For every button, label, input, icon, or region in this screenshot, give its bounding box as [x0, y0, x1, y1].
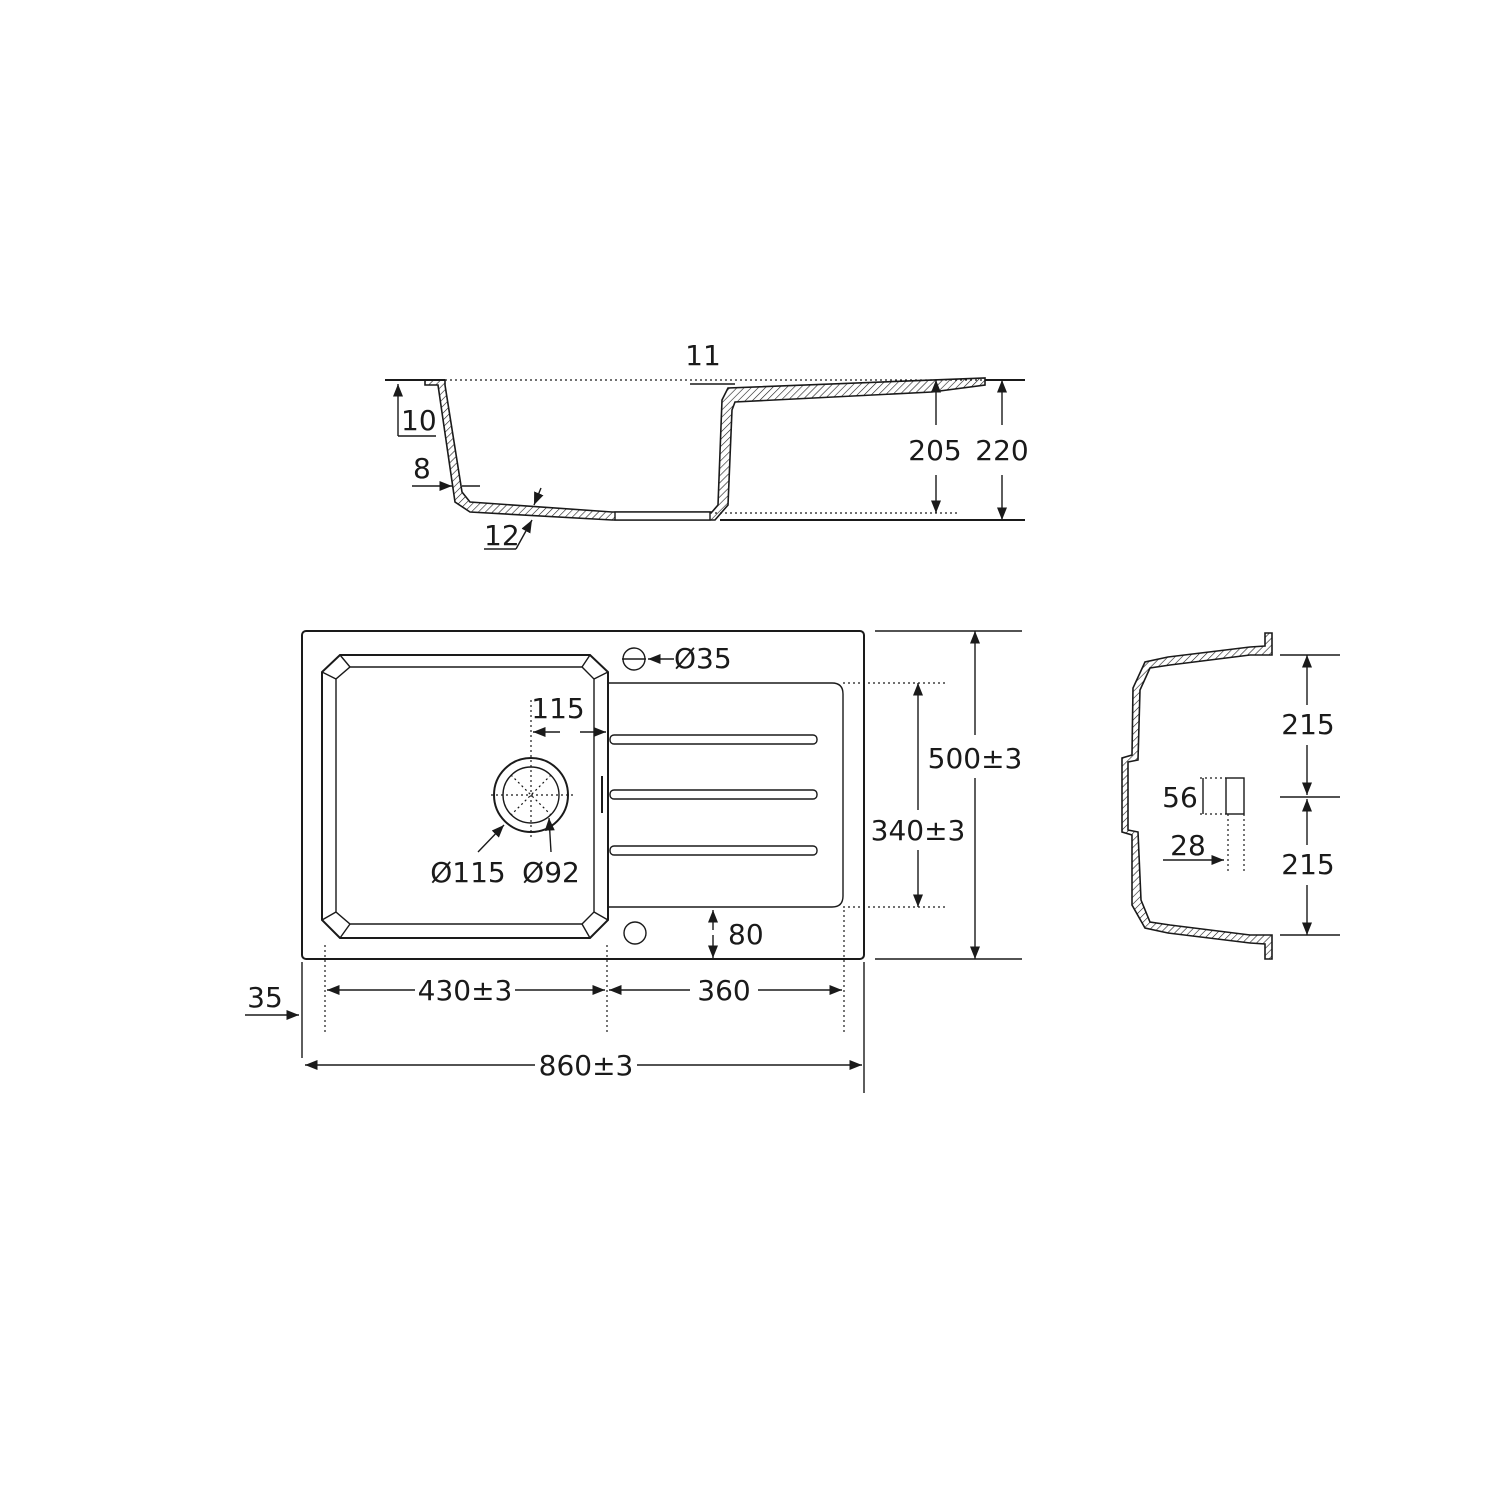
- dim-12-label: 12: [484, 519, 520, 552]
- drainer-area: [608, 682, 844, 908]
- dim-12-arrow-top: [533, 487, 544, 506]
- dim-12-arrow-bottom: [515, 519, 533, 550]
- dim-360-label: 360: [697, 974, 750, 1007]
- bowl-corner-line: [593, 671, 609, 680]
- bowl-corner-line: [581, 923, 591, 939]
- dim-drain-inner-label: Ø92: [522, 856, 580, 889]
- dim-215-upper-label: 215: [1281, 708, 1334, 741]
- dim-11-label: 11: [685, 339, 721, 372]
- dim-drain-outer-label: Ø115: [430, 856, 505, 889]
- bowl-corner-line: [593, 911, 609, 921]
- drain-section: [614, 511, 711, 521]
- dim-28-label: 28: [1170, 829, 1206, 862]
- dim-10-label: 10: [401, 404, 437, 437]
- sink-profile: [424, 377, 986, 521]
- drainer-groove: [609, 789, 818, 800]
- dim-drain-inner-arrow: [544, 817, 555, 853]
- plan-view: Ø35 115 Ø115 Ø92 340±3 500±3: [245, 630, 1023, 1093]
- bowl-corner-line: [321, 911, 337, 921]
- bowl-corner-line: [581, 654, 591, 668]
- dim-205-label: 205: [908, 434, 961, 467]
- overflow-box: [1225, 777, 1245, 815]
- dim-860-label: 860±3: [539, 1049, 634, 1082]
- section-view: 11 10 8 12 205 220: [385, 339, 1029, 552]
- dim-80-label: 80: [728, 918, 764, 951]
- sink-outline: [301, 630, 865, 960]
- accessory-hole: [623, 921, 647, 945]
- bowl-corner-line: [339, 923, 351, 939]
- bowl-corner-line: [339, 654, 351, 668]
- dim-drain-outer-arrow: [477, 824, 505, 853]
- dim-8-label: 8: [413, 452, 431, 485]
- side-profile: [1121, 632, 1273, 960]
- dim-tap-hole-label: Ø35: [674, 642, 732, 675]
- dim-220-label: 220: [975, 434, 1028, 467]
- drainer-groove: [609, 734, 818, 745]
- dim-500-label: 500±3: [928, 742, 1023, 775]
- bowl-corner-line: [321, 671, 337, 680]
- drainer-groove: [609, 845, 818, 856]
- dim-115-label: 115: [531, 692, 584, 725]
- dim-340-label: 340±3: [871, 814, 966, 847]
- dim-215-lower-label: 215: [1281, 848, 1334, 881]
- side-view: 56 28 215 215: [1121, 632, 1340, 960]
- dim-56-label: 56: [1162, 781, 1198, 814]
- dim-35-label: 35: [247, 981, 283, 1014]
- dim-430-label: 430±3: [418, 974, 513, 1007]
